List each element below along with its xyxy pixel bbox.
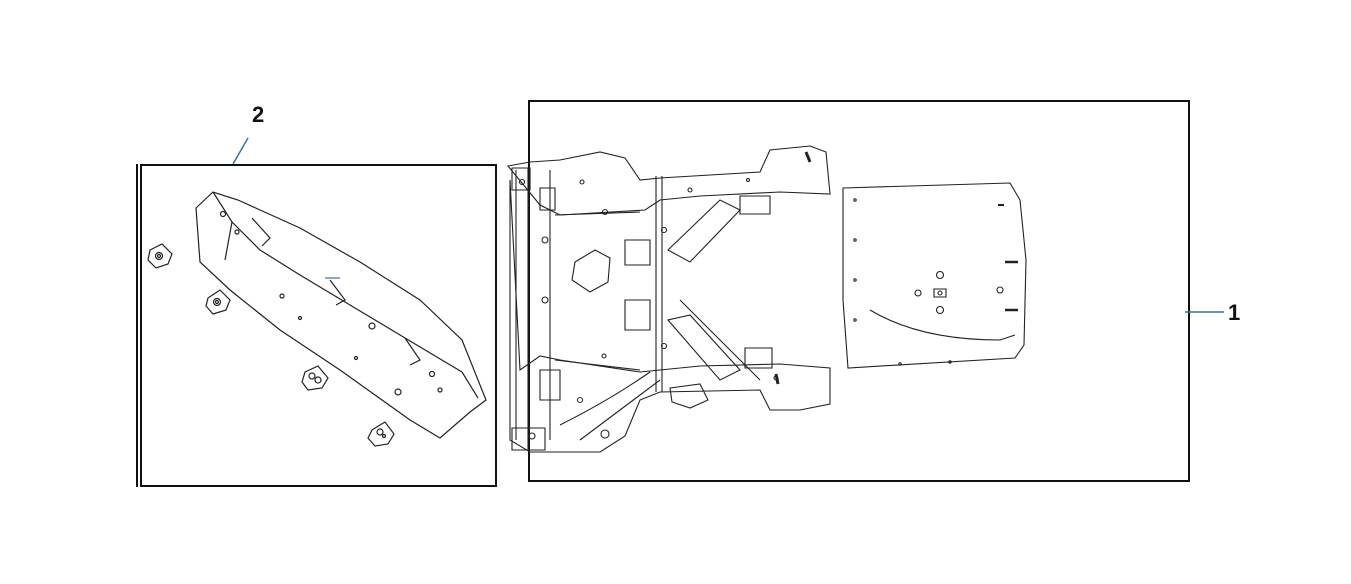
bracket-3 xyxy=(301,365,329,391)
rear-floor-panel xyxy=(842,182,1027,369)
front-underbody-structure xyxy=(506,145,831,453)
frame-2-double-edge xyxy=(136,164,138,487)
crossmember-beam xyxy=(195,191,487,439)
part-2-frame xyxy=(140,164,497,487)
callout-2-label: 2 xyxy=(252,102,265,127)
callout-1-label: 1 xyxy=(1228,300,1241,325)
part-1-frame xyxy=(528,100,1190,482)
leader-line-2 xyxy=(232,137,249,165)
bracket-2 xyxy=(205,289,231,315)
bracket-1 xyxy=(147,243,173,269)
bracket-4 xyxy=(367,421,395,447)
